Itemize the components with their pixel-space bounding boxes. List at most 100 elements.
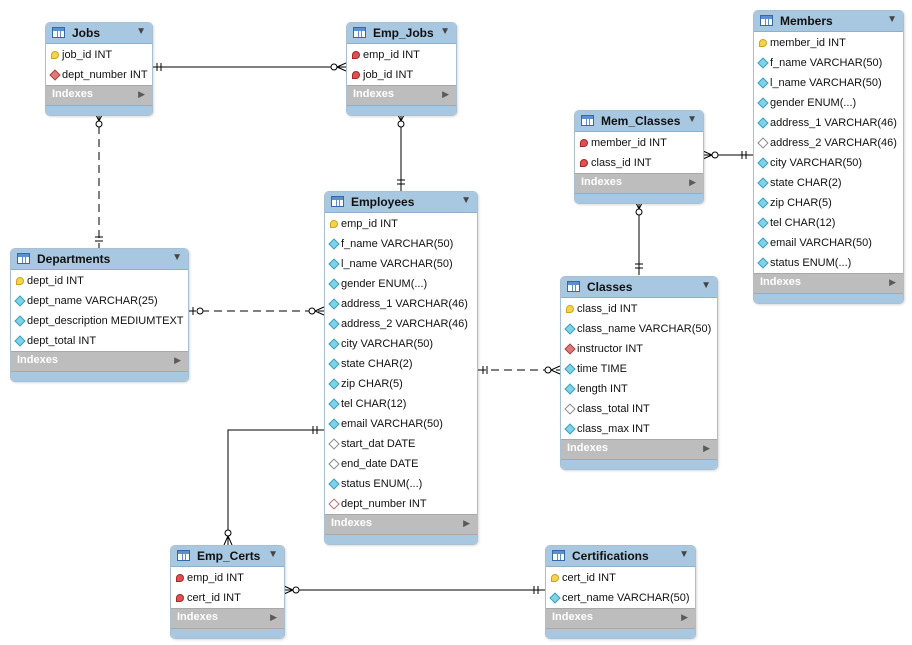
indexes-bar[interactable]: Indexes ▶ [11,351,188,372]
column-row[interactable]: email VARCHAR(50) [754,233,903,253]
column-row[interactable]: emp_id INT [325,214,477,234]
column-row[interactable]: state CHAR(2) [325,354,477,374]
triangle-right-icon[interactable]: ▶ [703,443,710,453]
triangle-right-icon[interactable]: ▶ [270,612,277,622]
indexes-bar[interactable]: Indexes ▶ [171,608,284,629]
indexes-bar[interactable]: Indexes ▶ [546,608,695,629]
triangle-right-icon[interactable]: ▶ [463,518,470,528]
entity-header[interactable]: Jobs ▼ [46,23,152,44]
column-row[interactable]: dept_description MEDIUMTEXT [11,311,188,331]
column-row[interactable]: l_name VARCHAR(50) [754,73,903,93]
triangle-right-icon[interactable]: ▶ [138,89,145,99]
column-row[interactable]: f_name VARCHAR(50) [754,53,903,73]
column-row[interactable]: job_id INT [46,45,152,65]
column-row[interactable]: tel CHAR(12) [754,213,903,233]
column-row[interactable]: gender ENUM(...) [325,274,477,294]
column-row[interactable]: class_max INT [561,419,717,439]
white-diamond-icon [757,137,769,149]
entity-header[interactable]: Certifications ▼ [546,546,695,567]
indexes-bar[interactable]: Indexes ▶ [754,273,903,294]
entity-header[interactable]: Members ▼ [754,11,903,32]
indexes-bar[interactable]: Indexes ▶ [575,173,703,194]
column-row[interactable]: class_id INT [575,153,703,173]
column-row[interactable]: l_name VARCHAR(50) [325,254,477,274]
column-row[interactable]: time TIME [561,359,717,379]
triangle-right-icon[interactable]: ▶ [174,355,181,365]
column-row[interactable]: city VARCHAR(50) [754,153,903,173]
indexes-bar[interactable]: Indexes ▶ [561,439,717,460]
column-row[interactable]: class_id INT [561,299,717,319]
column-row[interactable]: end_date DATE [325,454,477,474]
column-row[interactable]: address_2 VARCHAR(46) [325,314,477,334]
column-row[interactable]: cert_id INT [171,588,284,608]
column-row[interactable]: address_1 VARCHAR(46) [754,113,903,133]
triangle-right-icon[interactable]: ▶ [442,89,449,99]
triangle-down-icon[interactable]: ▼ [679,549,689,560]
indexes-bar[interactable]: Indexes ▶ [325,514,477,535]
column-row[interactable]: dept_number INT [46,65,152,85]
triangle-right-icon[interactable]: ▶ [889,277,896,287]
column-row[interactable]: dept_id INT [11,271,188,291]
triangle-down-icon[interactable]: ▼ [136,26,146,37]
triangle-down-icon[interactable]: ▼ [887,14,897,25]
triangle-down-icon[interactable]: ▼ [461,195,471,206]
column-row[interactable]: gender ENUM(...) [754,93,903,113]
column-row[interactable]: zip CHAR(5) [325,374,477,394]
table-icon [52,27,65,38]
triangle-down-icon[interactable]: ▼ [440,26,450,37]
indexes-bar[interactable]: Indexes ▶ [46,85,152,106]
entity-departments[interactable]: Departments ▼ dept_id INT dept_name VARCH… [10,248,189,382]
column-row[interactable]: cert_name VARCHAR(50) [546,588,695,608]
column-row[interactable]: f_name VARCHAR(50) [325,234,477,254]
triangle-down-icon[interactable]: ▼ [268,549,278,560]
column-row[interactable]: dept_number INT [325,494,477,514]
entity-header[interactable]: Mem_Classes ▼ [575,111,703,132]
indexes-bar[interactable]: Indexes ▶ [347,85,456,106]
column-row[interactable]: address_1 VARCHAR(46) [325,294,477,314]
column-row[interactable]: dept_name VARCHAR(25) [11,291,188,311]
triangle-down-icon[interactable]: ▼ [687,114,697,125]
column-row[interactable]: status ENUM(...) [754,253,903,273]
column-row[interactable]: email VARCHAR(50) [325,414,477,434]
column-row[interactable]: start_dat DATE [325,434,477,454]
red-key-icon [352,71,360,79]
entity-header[interactable]: Employees ▼ [325,192,477,213]
column-row[interactable]: state CHAR(2) [754,173,903,193]
column-row[interactable]: class_name VARCHAR(50) [561,319,717,339]
column-row[interactable]: emp_id INT [171,568,284,588]
entity-header[interactable]: Emp_Jobs ▼ [347,23,456,44]
entity-header[interactable]: Departments ▼ [11,249,188,270]
column-row[interactable]: zip CHAR(5) [754,193,903,213]
triangle-down-icon[interactable]: ▼ [172,252,182,263]
column-row[interactable]: job_id INT [347,65,456,85]
white-diamond-icon [328,438,340,450]
column-row[interactable]: instructor INT [561,339,717,359]
column-label: dept_name VARCHAR(25) [27,295,158,307]
column-row[interactable]: tel CHAR(12) [325,394,477,414]
triangle-down-icon[interactable]: ▼ [701,280,711,291]
column-row[interactable]: class_total INT [561,399,717,419]
entity-header[interactable]: Classes ▼ [561,277,717,298]
column-row[interactable]: status ENUM(...) [325,474,477,494]
column-row[interactable]: dept_total INT [11,331,188,351]
column-row[interactable]: emp_id INT [347,45,456,65]
triangle-right-icon[interactable]: ▶ [681,612,688,622]
column-row[interactable]: address_2 VARCHAR(46) [754,133,903,153]
entity-header[interactable]: Emp_Certs ▼ [171,546,284,567]
column-row[interactable]: member_id INT [754,33,903,53]
column-row[interactable]: city VARCHAR(50) [325,334,477,354]
column-row[interactable]: cert_id INT [546,568,695,588]
column-row[interactable]: member_id INT [575,133,703,153]
column-row[interactable]: length INT [561,379,717,399]
triangle-right-icon[interactable]: ▶ [689,177,696,187]
